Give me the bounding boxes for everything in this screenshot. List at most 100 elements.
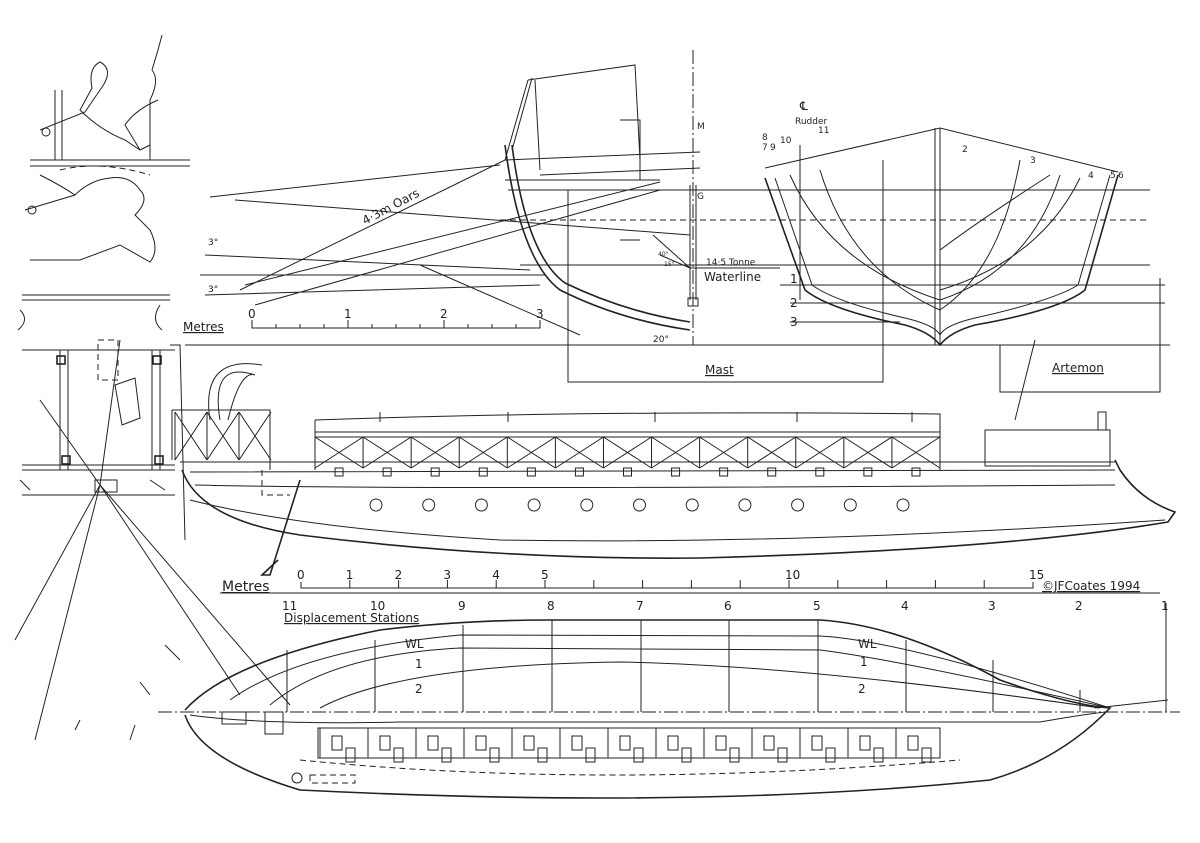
body-station-fwd-label: 4 [1088,171,1094,181]
porthole [527,498,541,512]
thole-block [671,467,681,477]
rower-seat [537,747,548,763]
thole-block [767,467,777,477]
waterline-2: 2 [790,296,798,310]
waterline-1: 1 [790,272,798,286]
midship-section: 4·3m Oars 3° 3° 20° M G 40° 15° 14·5 Ton… [183,50,1150,383]
scale-tick-label: 3 [443,568,451,582]
thole-block [382,467,392,477]
rower-seat [523,735,535,751]
line2-aft: 2 [415,682,423,696]
line1-fwd: 1 [860,655,868,669]
copyright-label: ©JFCoates 1994 [1042,579,1140,593]
rower-seat [441,747,452,763]
body-station-fwd-label: 2 [962,145,968,155]
rower-seat [859,735,871,751]
rail-panel [699,436,748,469]
scale-tick-label: 0 [297,568,305,582]
stern-rail-panel [206,411,240,461]
rudder-label: Rudder [795,117,828,127]
scale-tick-label: 1 [344,307,352,321]
station-label: 5 [813,599,821,613]
rower-seat [345,747,356,763]
metacentre-mark: M [697,122,705,132]
rower-seat [811,735,823,751]
oars-label: 4·3m Oars [360,186,422,228]
rower-seat [427,735,439,751]
hull-elevation [170,344,1177,576]
porthole [843,498,857,512]
artemon-label: Artemon [1052,361,1104,375]
rail-panel [747,436,797,469]
station-label: 8 [547,599,555,613]
body-station-aft-label: 7 [762,143,768,153]
rower-seat [763,735,775,751]
rail-panel [602,436,652,469]
body-station-fwd-label: 5 [1110,171,1116,181]
rower-seat [475,735,487,751]
porthole [738,498,752,512]
rail-panel [410,436,460,469]
rail-panel [795,436,845,469]
station-label: 4 [901,599,909,613]
rower-seat [825,747,836,763]
porthole [685,498,699,512]
rower-seat [585,747,596,763]
body-station-aft-label: 9 [770,143,776,153]
rower-seat [571,735,583,751]
rower-seat [331,735,343,751]
angle-lower-label: 3° [208,285,218,295]
porthole [791,498,805,512]
rower-seat [729,747,740,763]
rail-beam [315,431,940,438]
porthole [580,498,594,512]
waterline-3: 3 [790,315,798,329]
rower-seat [715,735,727,751]
rower-seat [777,747,788,763]
rower-seat [379,735,391,751]
rail-lattice [174,411,941,477]
main-scale-label: Metres [222,579,270,595]
thole-block [911,467,921,477]
angle-upper-label: 3° [208,238,218,248]
scale-tick-label: 15 [1029,568,1044,582]
transverse-section-left [14,294,291,741]
scale-tick-label: 1 [346,568,354,582]
body-station-fwd-label: 6 [1118,171,1124,181]
rower-seat [619,735,631,751]
rowing-benches [319,728,932,763]
scale-tick-label: 10 [785,568,800,582]
stern-rail-panel [238,411,272,461]
rower-seat [921,747,932,763]
rail-panel [506,436,556,469]
rowers-sketch [24,34,190,263]
porthole [369,498,383,512]
portholes [369,498,910,512]
scale-tick-label: 2 [395,568,403,582]
scale-tick-label: 2 [440,307,448,321]
thole-block [478,467,488,477]
wl-fwd: WL [858,637,877,651]
angle-small-a: 40° [658,251,669,258]
tonnage-label: 14·5 Tonne [706,258,756,268]
station-label: 9 [458,599,466,613]
thole-block [334,467,344,477]
rower-seat [667,735,679,751]
displacement-stations-title: Displacement Stations [284,611,419,625]
angle-keel-label: 20° [653,335,669,345]
rail-panel [651,436,700,469]
body-station-aft-label: 8 [762,133,768,143]
scale-tick-label: 4 [492,568,500,582]
thole-block [719,467,729,477]
rail-panel [314,436,364,469]
line2-fwd: 2 [858,682,866,696]
line1-aft: 1 [415,657,423,671]
rail-panel [843,436,893,469]
centre-gravity-mark: G [697,192,704,202]
